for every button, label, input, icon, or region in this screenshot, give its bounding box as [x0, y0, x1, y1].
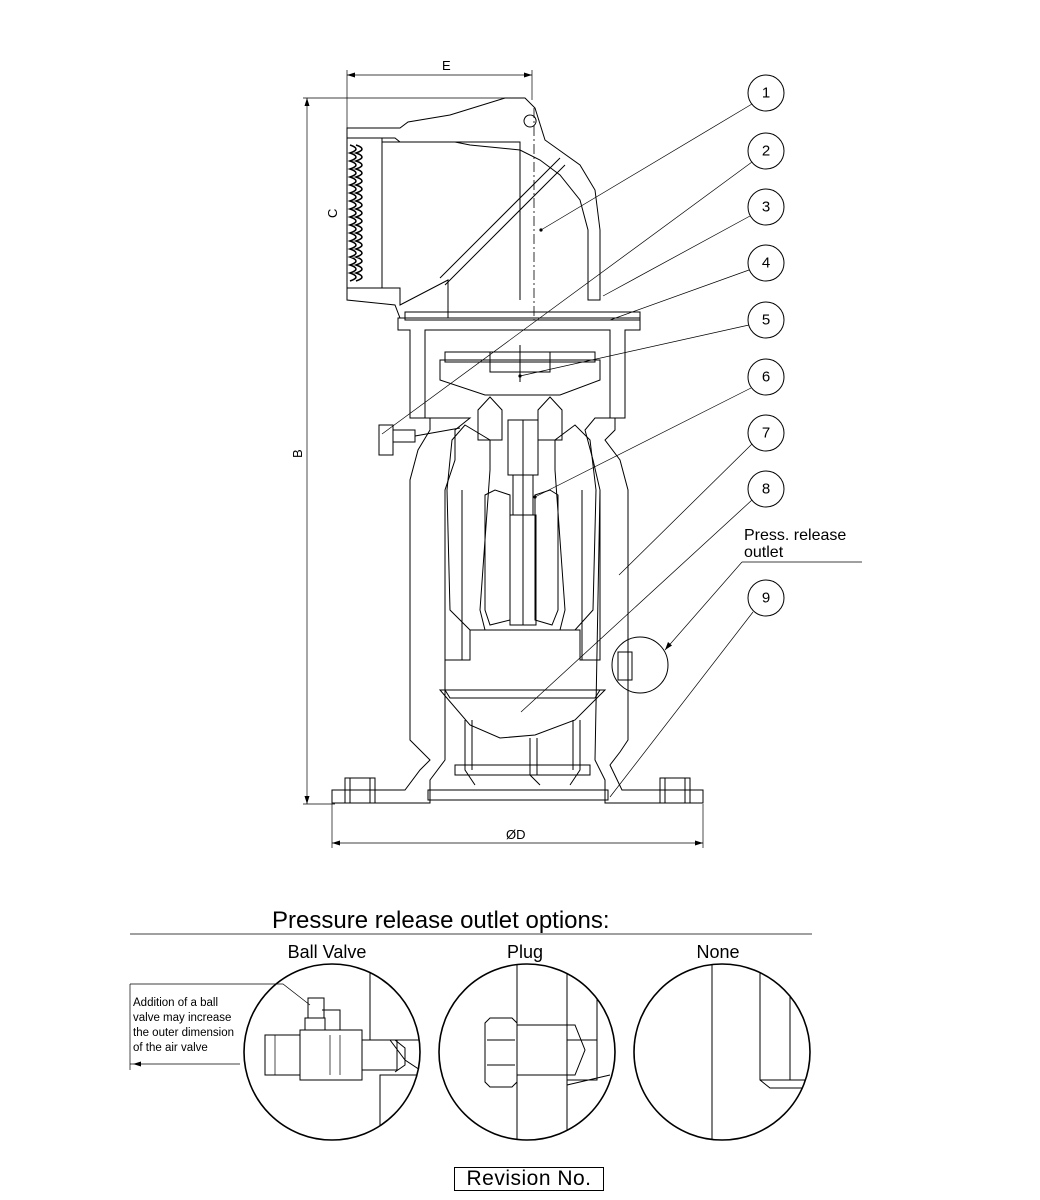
balloon-4: 4	[609, 244, 785, 321]
balloon-3-label: 3	[762, 199, 770, 216]
none-detail	[633, 963, 811, 1141]
dimension-e: E	[346, 58, 533, 130]
note-line-4: of the air valve	[133, 1042, 208, 1054]
dimension-b: B	[290, 97, 520, 805]
balloon-7-label: 7	[762, 425, 770, 442]
option-ball-valve-label: Ball Valve	[288, 942, 367, 962]
balloon-1: 1	[539, 74, 785, 232]
dim-d-label: ØD	[506, 827, 526, 842]
balloon-2-label: 2	[762, 143, 770, 160]
balloon-9: 9	[609, 579, 785, 798]
revision-label: Revision No.	[466, 1167, 592, 1190]
revision-box: Revision No.	[454, 1167, 604, 1191]
balloon-5: 5	[518, 301, 785, 378]
note-line-3: the outer dimension	[133, 1027, 234, 1039]
balloon-6-label: 6	[762, 369, 770, 386]
press-release-line2: outlet	[744, 544, 784, 561]
balloon-5-label: 5	[762, 312, 770, 329]
option-plug-label: Plug	[507, 942, 543, 962]
balloon-8-label: 8	[762, 481, 770, 498]
dimension-c: C	[325, 209, 340, 218]
body-right-wall	[584, 417, 704, 804]
dim-c-label: C	[325, 209, 340, 218]
balloon-4-label: 4	[762, 255, 770, 272]
press-release-line1: Press. release	[744, 527, 846, 544]
balloon-6: 6	[533, 358, 785, 499]
dim-b-label: B	[290, 449, 305, 458]
baffle	[438, 689, 607, 739]
float	[446, 424, 491, 631]
options-title: Pressure release outlet options:	[272, 907, 610, 934]
plug-detail	[438, 963, 616, 1141]
balloon-group: 1 2 3 4 5 6	[381, 74, 785, 798]
balloon-1-label: 1	[762, 85, 770, 102]
balloon-9-label: 9	[762, 590, 770, 607]
cover-flange	[397, 317, 641, 419]
dimension-d: ØD	[331, 804, 704, 848]
thread	[347, 138, 383, 288]
balloon-2: 2	[381, 132, 785, 435]
balloon-8: 8	[520, 470, 785, 713]
ball-valve-detail: Addition of a ball valve may increase th…	[129, 963, 421, 1141]
options-section: Pressure release outlet options: Ball Va…	[129, 907, 812, 1141]
elbow-body	[346, 97, 601, 301]
balloon-7: 7	[618, 414, 785, 576]
option-none-label: None	[696, 942, 739, 962]
balloon-3: 3	[602, 188, 785, 297]
note-line-2: valve may increase	[133, 1012, 231, 1024]
dim-e-label: E	[442, 58, 451, 73]
press-release-callout: Press. release outlet	[664, 527, 862, 651]
note-line-1: Addition of a ball	[133, 997, 218, 1009]
body-left-wall	[331, 417, 472, 804]
valve-section	[331, 97, 704, 804]
